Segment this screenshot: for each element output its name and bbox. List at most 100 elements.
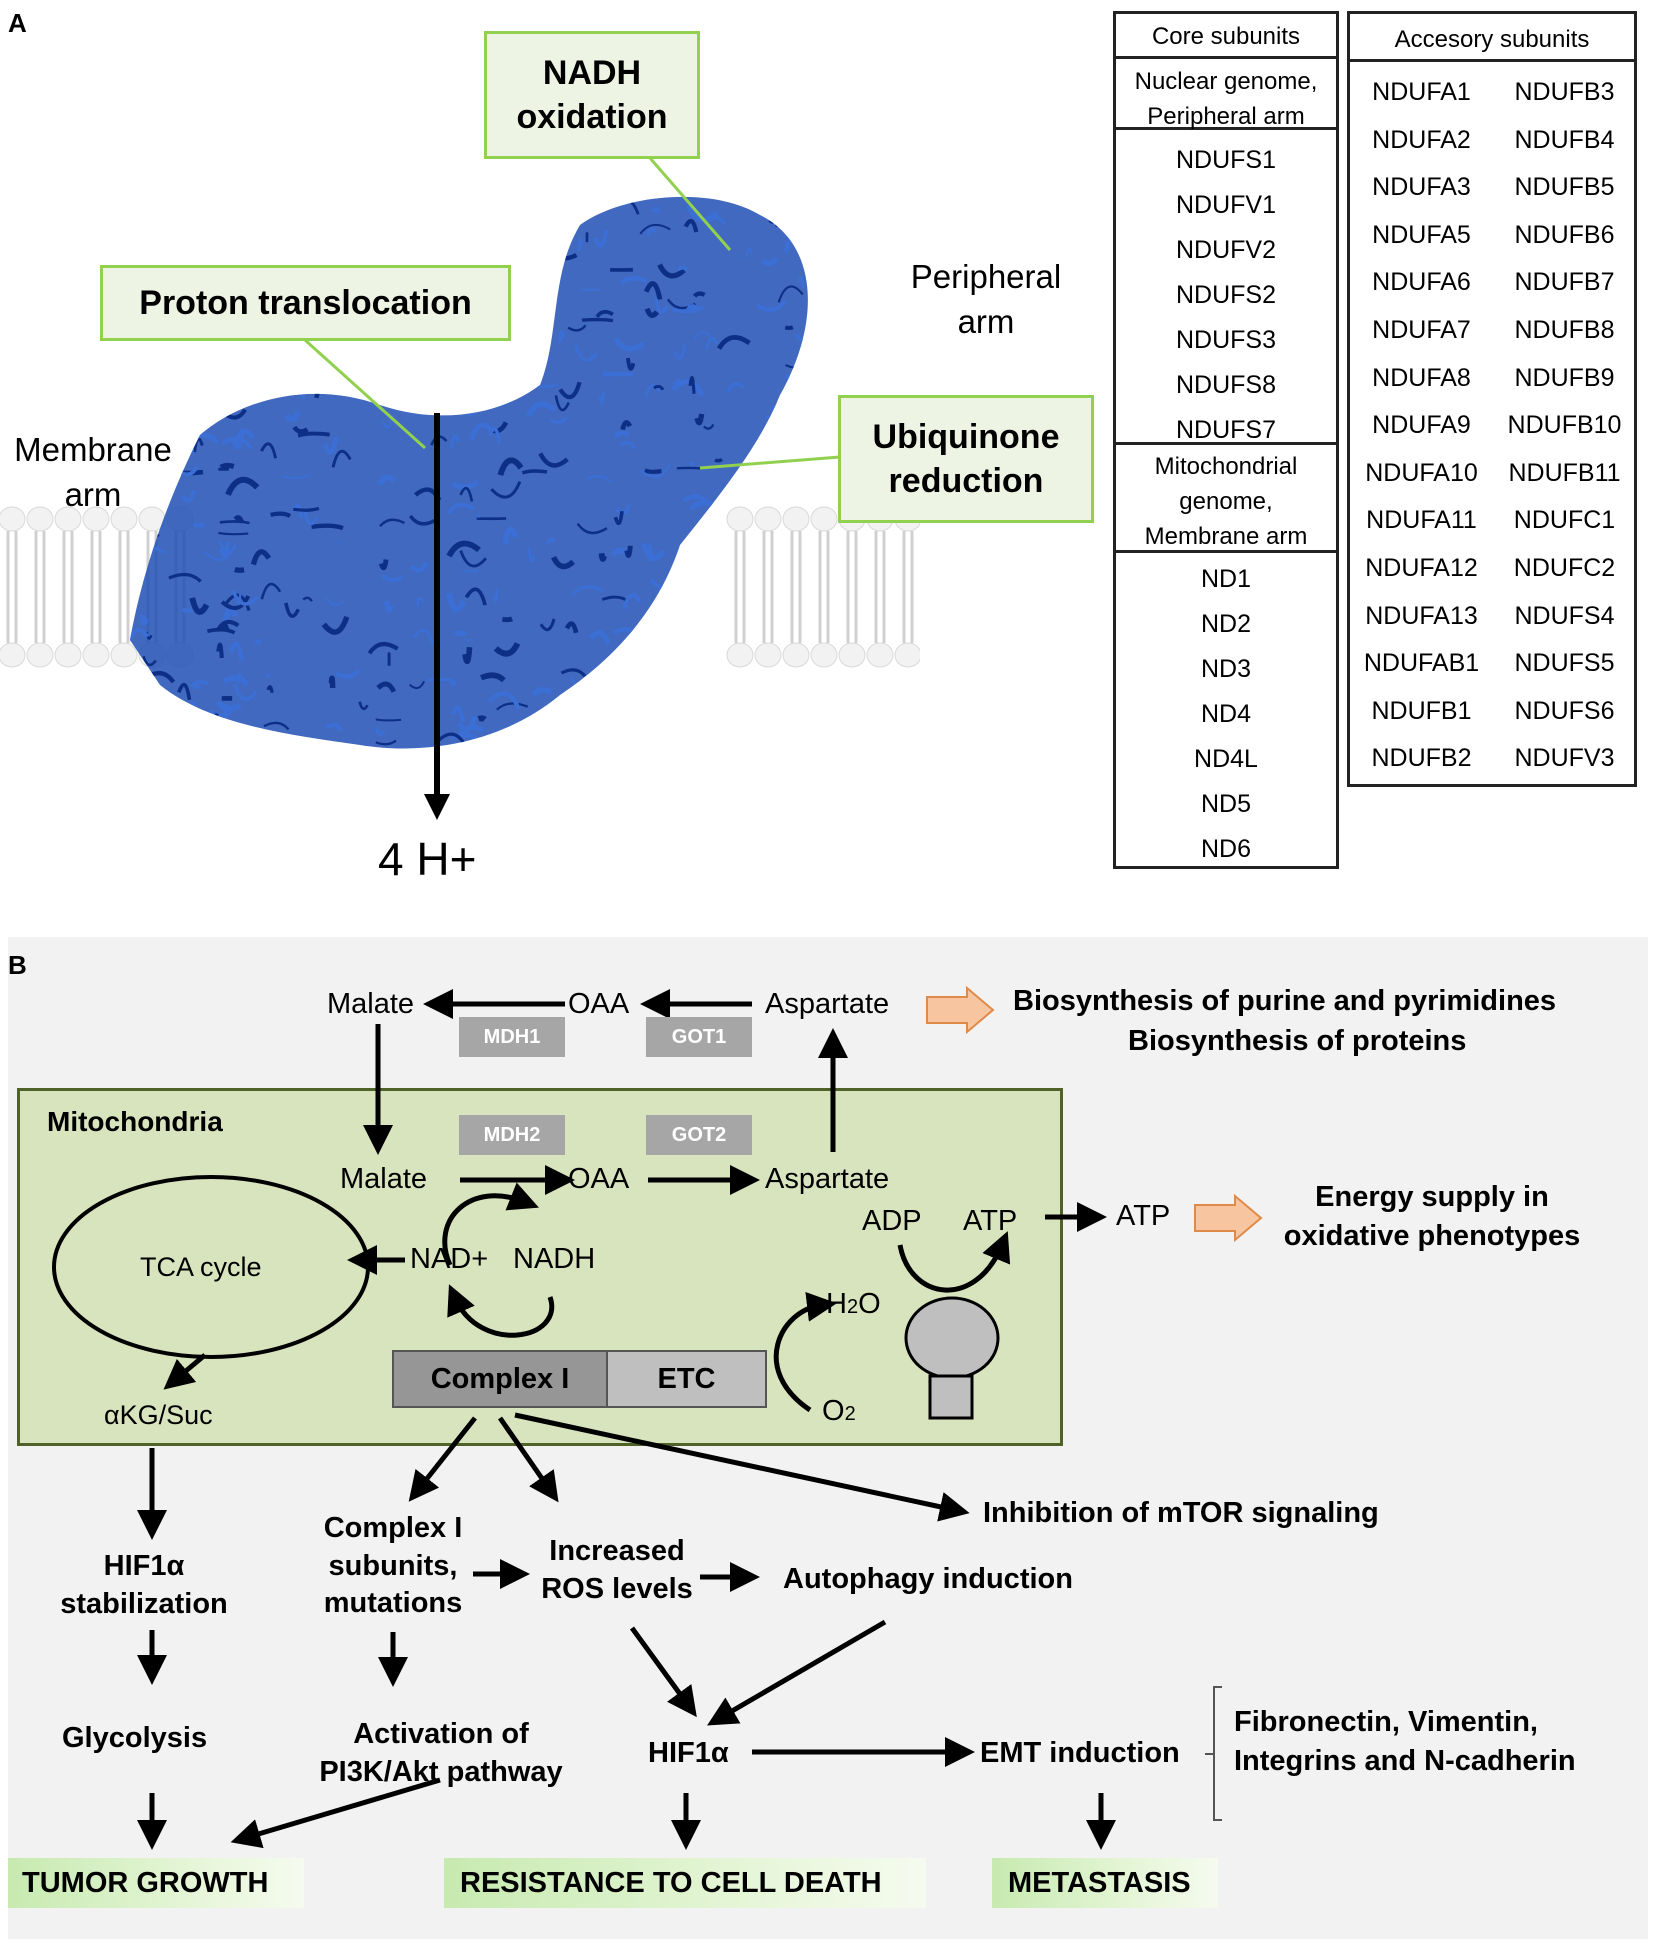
membrane-arm-label: Membrane arm — [14, 431, 172, 513]
ubiquinone-reduction-callout: Ubiquinone reduction — [838, 395, 1094, 523]
accessory-subunit-cell: NDUFB1 — [1371, 696, 1472, 725]
akg-suc-label: αKG/Suc — [104, 1400, 213, 1430]
subunit-cell: NDUFS8 — [1175, 371, 1276, 399]
accessory-subunit-cell: NDUFA12 — [1365, 554, 1478, 582]
callout-connectors — [303, 157, 841, 820]
cyto-malate: Malate — [327, 988, 415, 1020]
subunit-cell: NDUFV2 — [1175, 236, 1276, 264]
accessory-subunit-cell: NDUFB11 — [1508, 458, 1621, 487]
cyto-aspartate: Aspartate — [765, 988, 890, 1020]
accessory-subunit-cell: NDUFB6 — [1514, 220, 1615, 249]
resistance-outcome: RESISTANCE TO CELL DEATH — [444, 1858, 926, 1908]
core-subunits-table: Core subunits Nuclear genome, Peripheral… — [1113, 11, 1339, 869]
accessory-subunit-cell: NDUFC2 — [1513, 554, 1616, 582]
accessory-subunit-cell: NDUFB9 — [1514, 363, 1615, 392]
accessory-subunit-cell: NDUFS6 — [1514, 696, 1615, 725]
accessory-subunit-cell: NDUFA8 — [1372, 363, 1471, 392]
accessory-subunit-cell: NDUFS5 — [1514, 649, 1615, 678]
emt-markers: Fibronectin, Vimentin, Integrins and N-c… — [1234, 1706, 1576, 1778]
energy-supply-label: Energy supply in oxidative phenotypes — [1283, 1181, 1581, 1253]
biosynthesis-proteins: Biosynthesis of proteins — [1128, 1025, 1467, 1057]
increased-ros: Increased ROS levels — [541, 1535, 693, 1605]
atp-out-label: ATP — [1116, 1200, 1171, 1232]
subunit-cell: ND1 — [1200, 565, 1251, 593]
accessory-subunit-cell: NDUFB10 — [1507, 411, 1622, 440]
subunit-cell: NDUFV1 — [1175, 191, 1276, 219]
mito-oaa: OAA — [568, 1163, 630, 1195]
mito-malate: Malate — [340, 1163, 428, 1195]
subunit-cell: NDUFS3 — [1175, 326, 1276, 354]
accessory-subunit-cell: NDUFA3 — [1372, 173, 1471, 202]
mito-aspartate: Aspartate — [765, 1163, 890, 1195]
emt-induction: EMT induction — [980, 1737, 1180, 1769]
adp-label: ADP — [862, 1205, 922, 1237]
subunit-cell: ND3 — [1200, 655, 1251, 683]
accessory-subunit-cell: NDUFA2 — [1372, 125, 1471, 154]
accessory-subunit-cell: NDUFB5 — [1514, 173, 1615, 202]
core-subunits-header: Core subunits — [1116, 14, 1336, 59]
accessory-subunit-cell: NDUFA7 — [1372, 316, 1471, 344]
hif1a-label: HIF1α — [648, 1737, 729, 1769]
cyto-oaa: OAA — [568, 988, 630, 1020]
accessory-subunit-cell: NDUFB4 — [1514, 125, 1615, 154]
accessory-subunit-cell: NDUFA1 — [1372, 78, 1471, 106]
protons-label: 4 H+ — [378, 833, 477, 885]
peripheral-arm-label: Peripheral arm — [910, 258, 1062, 340]
subunit-cell: ND6 — [1200, 835, 1251, 863]
accessory-subunits-header: Accesory subunits — [1350, 14, 1634, 62]
nuclear-genome-header: Nuclear genome, Peripheral arm — [1116, 59, 1336, 130]
tca-cycle-label: TCA cycle — [140, 1252, 262, 1282]
tumor-growth-outcome: TUMOR GROWTH — [8, 1858, 304, 1908]
accessory-subunit-cell: NDUFA6 — [1372, 268, 1471, 297]
o2-label: O2 — [822, 1395, 856, 1427]
subunit-cell: NDUFS2 — [1175, 281, 1276, 309]
accessory-subunit-cell: NDUFA13 — [1365, 601, 1478, 630]
accessory-subunit-cell: NDUFC1 — [1513, 506, 1616, 535]
etc-box: ETC — [606, 1350, 767, 1408]
accessory-subunit-cell: NDUFS4 — [1514, 601, 1615, 630]
accessory-subunit-cell: NDUFB2 — [1371, 744, 1472, 773]
complex-i-box: Complex I — [392, 1350, 608, 1408]
proton-translocation-callout: Proton translocation — [100, 265, 511, 341]
accessory-subunit-cell: NDUFA10 — [1365, 458, 1478, 487]
subunit-cell: ND4 — [1200, 700, 1251, 728]
accessory-subunit-cell: NDUFAB1 — [1363, 649, 1480, 678]
pi3k-akt-activation: Activation of PI3K/Akt pathway — [319, 1718, 563, 1788]
mdh2-enzyme: MDH2 — [459, 1115, 565, 1155]
mito-atp-label: ATP — [963, 1205, 1018, 1237]
h2o-label: H2O — [826, 1288, 881, 1320]
panel-b-letter: B — [8, 950, 27, 980]
subunit-cell: NDUFS7 — [1175, 416, 1276, 444]
hif1a-stabilization: HIF1α stabilization — [60, 1550, 228, 1620]
accessory-subunit-cell: NDUFB3 — [1514, 78, 1615, 106]
subunit-cell: NDUFS1 — [1175, 146, 1276, 174]
tca-cycle-ellipse — [52, 1175, 370, 1359]
glycolysis-label: Glycolysis — [62, 1722, 208, 1754]
accessory-subunit-cell: NDUFB7 — [1514, 268, 1615, 297]
got1-enzyme: GOT1 — [646, 1017, 752, 1057]
mitochondrial-genome-header: Mitochondrial genome, Membrane arm — [1116, 445, 1336, 553]
biosynthesis-nucleotides: Biosynthesis of purine and pyrimidines — [1013, 985, 1557, 1017]
nadh-label: NADH — [513, 1243, 596, 1275]
got2-enzyme: GOT2 — [646, 1115, 752, 1155]
subunit-cell: ND4L — [1194, 745, 1258, 773]
complex-i-mutations: Complex I subunits, mutations — [323, 1512, 463, 1620]
panel-a-letter: A — [8, 8, 27, 38]
mtor-inhibition: Inhibition of mTOR signaling — [983, 1497, 1379, 1529]
nad-label: NAD+ — [410, 1243, 489, 1275]
mitochondria-label: Mitochondria — [47, 1106, 223, 1137]
metastasis-outcome: METASTASIS — [992, 1858, 1218, 1908]
accessory-subunit-cell: NDUFA5 — [1372, 220, 1471, 249]
nadh-oxidation-callout: NADH oxidation — [484, 31, 700, 159]
subunit-cell: ND5 — [1200, 790, 1251, 818]
accessory-subunit-cell: NDUFA9 — [1372, 411, 1471, 440]
accessory-subunit-cell: NDUFV3 — [1514, 744, 1615, 773]
subunit-cell: ND2 — [1200, 610, 1251, 638]
mdh1-enzyme: MDH1 — [459, 1017, 565, 1057]
accessory-subunit-cell: NDUFA11 — [1366, 506, 1477, 535]
